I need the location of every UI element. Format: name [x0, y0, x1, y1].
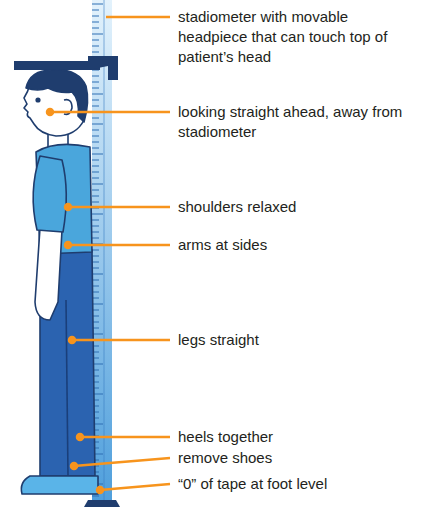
- tape-tick: [92, 106, 99, 107]
- tape-tick: [92, 124, 103, 125]
- tape-tick: [92, 214, 103, 215]
- leader-dot: [77, 434, 83, 440]
- tape-tick: [92, 22, 99, 23]
- tape-tick: [92, 76, 99, 77]
- leader-line: [50, 111, 170, 114]
- tape-tick: [92, 166, 99, 167]
- tape-tick: [92, 196, 99, 197]
- callout-label: shoulders relaxed: [178, 197, 418, 217]
- hair: [26, 70, 88, 122]
- callout-label: legs straight: [178, 330, 418, 350]
- callout-label: heels together: [178, 427, 418, 447]
- leg-line: [66, 300, 68, 476]
- callout-label: looking straight ahead, away from stadio…: [178, 102, 403, 142]
- leader-dot: [65, 242, 71, 248]
- leader-dot: [71, 463, 77, 469]
- tape-tick: [92, 226, 99, 227]
- patient-figure: [21, 70, 98, 494]
- eye: [36, 98, 40, 102]
- tape-tick: [92, 4, 103, 5]
- tape-tick: [92, 232, 99, 233]
- callout-label: stadiometer with movable headpiece that …: [178, 7, 403, 67]
- sleeve: [33, 156, 66, 232]
- leader-line: [100, 484, 170, 490]
- headpiece-clamp: [88, 56, 118, 80]
- tape-tick: [92, 154, 103, 155]
- leader-line: [68, 244, 170, 247]
- tape-tick: [92, 100, 99, 101]
- tape-tick: [92, 184, 103, 185]
- leader-lines: [47, 17, 170, 493]
- tape-tick: [92, 202, 99, 203]
- tape-tick: [92, 274, 103, 275]
- leader-dot: [47, 109, 53, 115]
- tape-tick: [92, 172, 99, 173]
- tape-tick: [92, 34, 103, 35]
- tape-tick: [92, 262, 99, 263]
- tape-tick: [92, 256, 99, 257]
- callout-label: arms at sides: [178, 235, 418, 255]
- tape-tick: [92, 268, 99, 269]
- tape-tick: [92, 160, 99, 161]
- tape-tick: [92, 496, 99, 497]
- tape-tick: [92, 220, 99, 221]
- leader-dot: [97, 487, 103, 493]
- tape-tick: [92, 136, 99, 137]
- leader-line: [80, 436, 170, 439]
- pole-edge: [104, 0, 105, 500]
- tape-tick: [92, 178, 99, 179]
- tape-tick: [92, 148, 99, 149]
- pole-base: [84, 500, 120, 507]
- leader-line: [72, 339, 170, 342]
- leader-dot: [69, 337, 75, 343]
- tape-tick: [92, 190, 99, 191]
- leader-line: [74, 458, 170, 466]
- callout-label: remove shoes: [178, 448, 418, 468]
- tape-tick: [92, 94, 103, 95]
- tape-tick: [92, 118, 99, 119]
- feet: [21, 476, 98, 494]
- leader-line: [106, 16, 170, 19]
- tape-tick: [92, 40, 99, 41]
- tape-tick: [92, 82, 99, 83]
- tape-tick: [92, 46, 99, 47]
- tape-tick: [92, 10, 99, 11]
- tape-tick: [92, 130, 99, 131]
- tape-tick: [92, 304, 103, 305]
- tape-tick: [92, 238, 99, 239]
- callout-label: “0” of tape at foot level: [178, 474, 418, 494]
- tape-tick: [92, 88, 99, 89]
- leader-line: [68, 206, 170, 209]
- leader-dot: [65, 204, 71, 210]
- tape-tick: [92, 142, 99, 143]
- tape-tick: [92, 16, 99, 17]
- arm: [35, 228, 62, 320]
- headpiece: [14, 61, 100, 70]
- tape-tick: [92, 250, 99, 251]
- tape-tick: [92, 28, 99, 29]
- tape-tick: [92, 52, 99, 53]
